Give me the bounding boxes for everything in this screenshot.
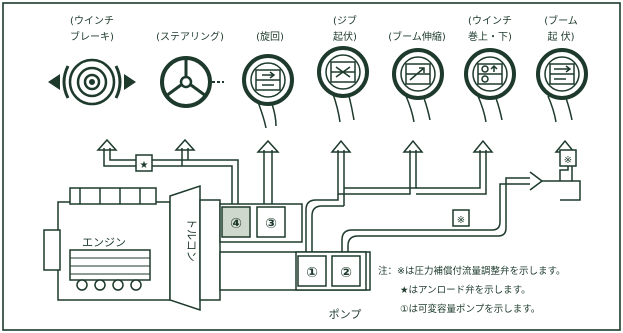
torque-converter bbox=[169, 184, 221, 312]
torque-converter-label: トルコン bbox=[185, 218, 198, 262]
label-steering: (ステアリング) bbox=[156, 30, 224, 43]
hydraulic-lines bbox=[96, 138, 581, 258]
label-swing: (旋回) bbox=[256, 30, 284, 43]
svg-text:※: ※ bbox=[457, 215, 465, 226]
note-line-2: ★はアンロード弁を示します。 bbox=[400, 284, 531, 296]
label-winch-updown-line1: (ウインチ bbox=[468, 15, 512, 27]
svg-text:②: ② bbox=[340, 265, 352, 281]
pump-label: ポンプ bbox=[329, 308, 362, 321]
label-winch-updown-line2: 巻上・下) bbox=[468, 31, 512, 43]
jib-valve-icon bbox=[317, 46, 369, 123]
engine-label: エンジン bbox=[82, 236, 126, 249]
pump-2: ② bbox=[331, 255, 361, 287]
pump-3: ③ bbox=[256, 206, 286, 238]
flow-control-marker-2: ※ bbox=[559, 149, 577, 167]
svg-text:★: ★ bbox=[140, 160, 149, 171]
unload-valve-marker: ★ bbox=[135, 154, 153, 172]
label-boom-luffing-line2: 起 伏) bbox=[547, 30, 574, 43]
label-winch-brake-line2: ブレーキ) bbox=[70, 30, 114, 43]
steering-wheel-icon bbox=[160, 56, 224, 108]
label-boom-telescope: (ブーム伸縮) bbox=[388, 30, 446, 43]
swing-valve-icon bbox=[242, 54, 294, 129]
svg-text:※: ※ bbox=[564, 155, 572, 166]
winch-brake-icon bbox=[48, 58, 136, 106]
pump-1: ① bbox=[297, 255, 327, 287]
note-line-3: ①は可変容量ポンプを示します。 bbox=[400, 303, 540, 315]
note-line-1: 注：※は圧力補償付流量調整弁を示します。 bbox=[378, 265, 566, 277]
svg-text:①: ① bbox=[306, 265, 318, 281]
label-boom-luffing-line1: (ブーム bbox=[544, 14, 578, 27]
boom-luffing-valve-icon bbox=[536, 48, 588, 123]
svg-text:④: ④ bbox=[230, 216, 242, 232]
boom-telescope-valve-icon bbox=[392, 48, 444, 123]
pump-4: ④ bbox=[221, 206, 251, 238]
svg-text:③: ③ bbox=[265, 216, 277, 232]
label-jib-line2: 起伏) bbox=[333, 30, 357, 43]
label-winch-brake-line1: (ウインチ bbox=[70, 15, 114, 27]
label-jib-line1: (ジブ bbox=[333, 14, 357, 27]
engine bbox=[43, 187, 171, 301]
flow-control-marker-1: ※ bbox=[452, 209, 470, 227]
winch-updown-valve-icon bbox=[464, 48, 516, 123]
